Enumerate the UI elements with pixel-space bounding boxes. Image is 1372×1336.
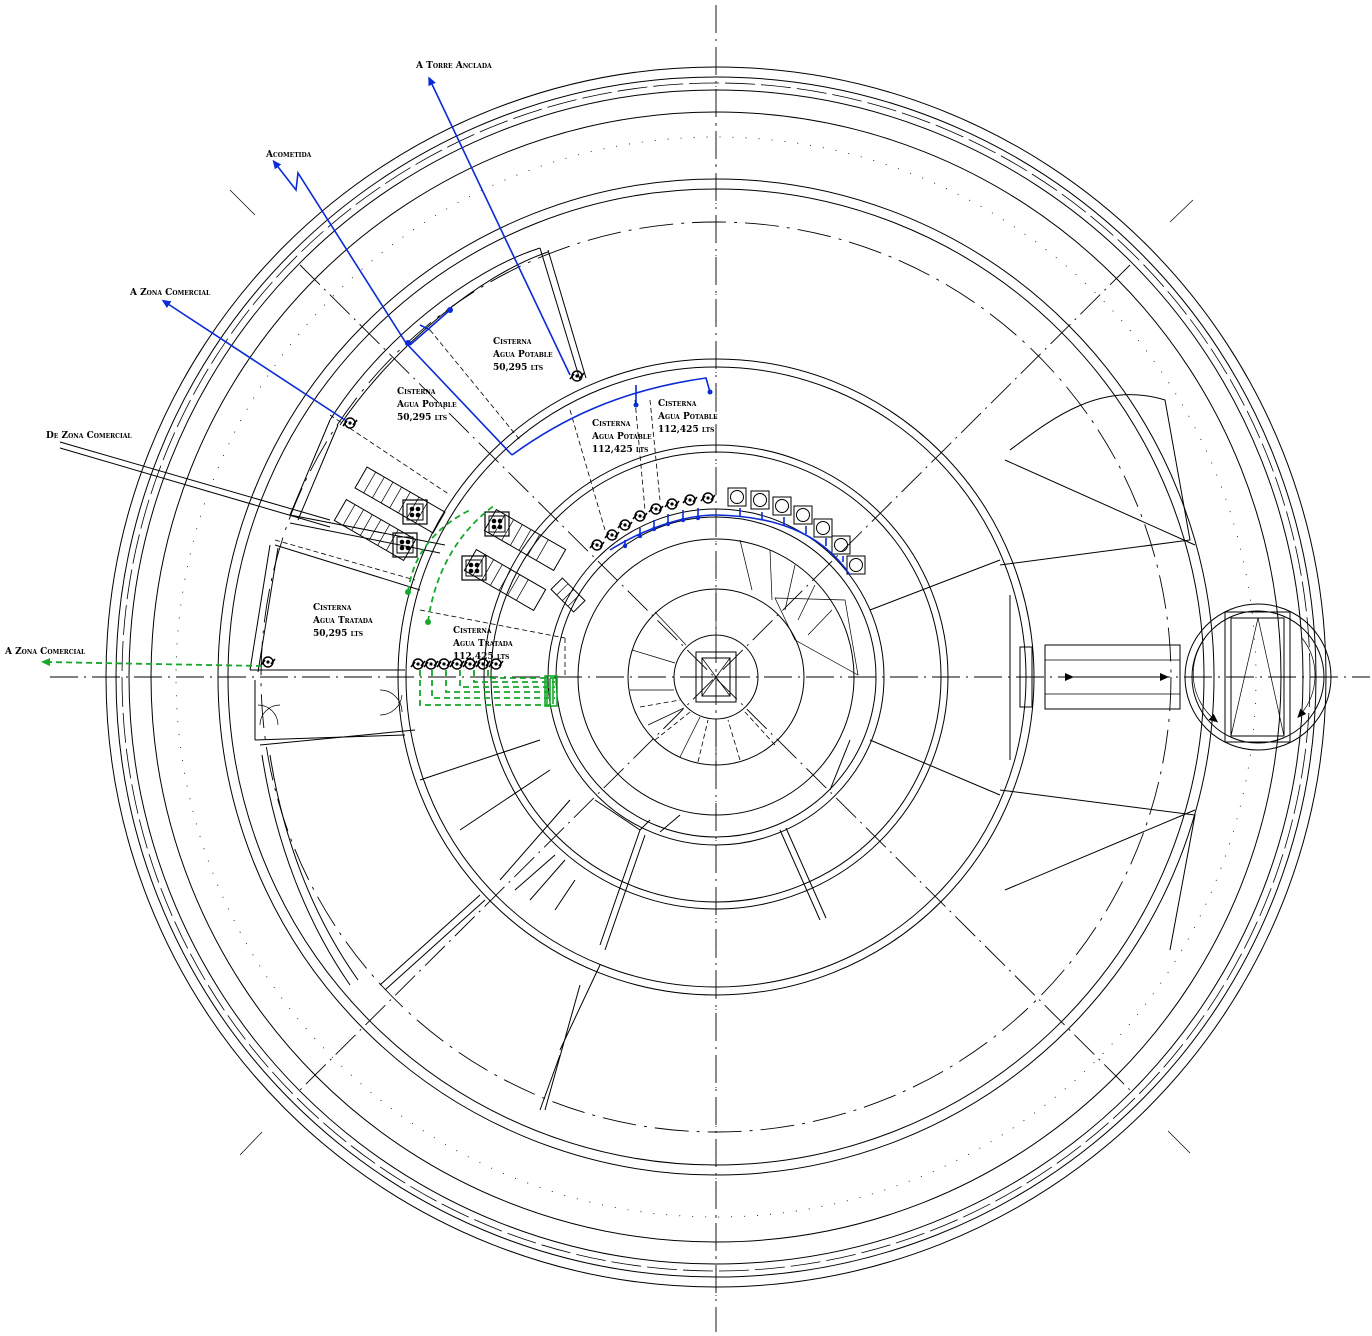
pump-icon (664, 498, 680, 510)
treated-water-lines (41, 504, 558, 707)
svg-text:Agua Potable: Agua Potable (657, 412, 718, 422)
filter-icon (392, 532, 418, 558)
tank-icon (793, 505, 813, 525)
svg-text:Agua Potable: Agua Potable (396, 400, 457, 410)
label-zona-comercial-2: A Zona Comercial (4, 647, 86, 657)
label-acometida: Acometida (265, 150, 312, 160)
svg-text:Cisterna: Cisterna (453, 626, 492, 636)
svg-text:Cisterna: Cisterna (313, 603, 352, 613)
tank-icon (772, 496, 792, 516)
svg-text:112,425 lts: 112,425 lts (592, 445, 648, 455)
stair-flights (333, 466, 586, 613)
cistern-label: Cisterna Agua Potable 112,425 lts (657, 399, 718, 435)
svg-text:112,425 lts: 112,425 lts (658, 425, 714, 435)
potable-water-lines (161, 76, 851, 576)
svg-text:50,295 lts: 50,295 lts (397, 413, 447, 423)
middle-rings (397, 358, 1035, 996)
tank-icon (750, 490, 770, 510)
svg-text:Agua Tratada: Agua Tratada (312, 616, 373, 626)
pump-icon (410, 658, 426, 670)
filter-icon (461, 555, 487, 581)
stair-core (630, 539, 859, 765)
svg-text:112,425 lts: 112,425 lts (453, 652, 509, 662)
svg-text:50,295 lts: 50,295 lts (493, 363, 543, 373)
radial-walls (59, 247, 1332, 1111)
cistern-labels: Cisterna Agua Potable 50,295 lts Cistern… (312, 337, 718, 662)
pump-icon (589, 539, 605, 551)
pump-icon (700, 492, 716, 504)
filter-icon (484, 511, 510, 537)
svg-text:Agua Potable: Agua Potable (591, 432, 652, 442)
svg-text:Cisterna: Cisterna (493, 337, 532, 347)
svg-text:Cisterna: Cisterna (592, 419, 631, 429)
label-de-zona-comercial: De Zona Comercial (46, 431, 132, 441)
pump-icon (617, 519, 633, 531)
flow-labels: A Torre Anclada Acometida A Zona Comerci… (4, 61, 492, 657)
svg-text:50,295 lts: 50,295 lts (313, 629, 363, 639)
svg-text:Agua Tratada: Agua Tratada (452, 639, 513, 649)
tank-icon (831, 535, 851, 555)
outer-rings (105, 66, 1327, 1288)
cistern-label: Cisterna Agua Tratada 50,295 lts (312, 603, 373, 639)
label-torre-anclada: A Torre Anclada (415, 61, 492, 71)
svg-text:Agua Potable: Agua Potable (492, 350, 553, 360)
pump-icon (648, 503, 664, 515)
label-zona-comercial-1: A Zona Comercial (129, 288, 211, 298)
pump-icon (423, 658, 439, 670)
pump-icon (260, 656, 276, 668)
cistern-label: Cisterna Agua Potable 50,295 lts (492, 337, 553, 373)
pump-icon (632, 510, 648, 522)
filter-icon (402, 499, 428, 525)
pump-icon (569, 370, 585, 382)
cistern-label: Cisterna Agua Potable 112,425 lts (591, 419, 652, 455)
tank-icon (727, 487, 747, 507)
pump-icon (682, 494, 698, 506)
cistern-label: Cisterna Agua Potable 50,295 lts (396, 387, 457, 423)
tank-icon (846, 555, 866, 575)
pump-icon (604, 529, 620, 541)
svg-text:Cisterna: Cisterna (658, 399, 697, 409)
svg-text:Cisterna: Cisterna (397, 387, 436, 397)
tank-icon (813, 518, 833, 538)
cistern-label: Cisterna Agua Tratada 112,425 lts (452, 626, 513, 662)
pump-icon (436, 658, 452, 670)
